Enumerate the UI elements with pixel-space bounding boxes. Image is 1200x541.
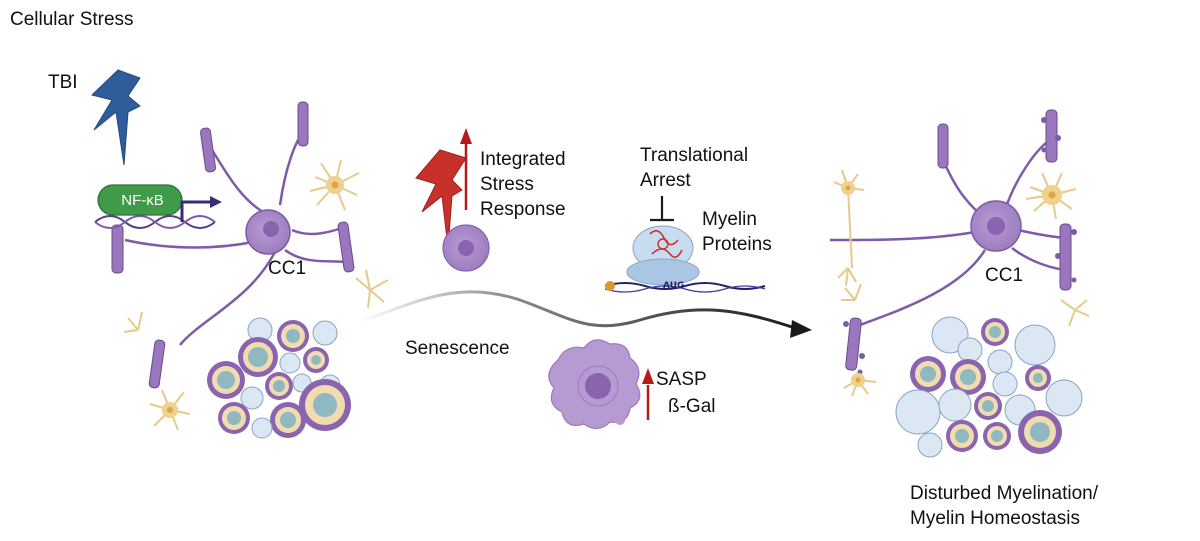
tbi-label: TBI <box>48 72 78 93</box>
outcome-label-line2: Myelin Homeostasis <box>910 508 1080 529</box>
ribosome-icon <box>604 225 766 293</box>
astrocyte-icon <box>833 169 1090 397</box>
myelinated-axon-cluster-left <box>207 317 351 439</box>
isr-label-line2: Stress <box>480 174 534 195</box>
myelin-segments-right <box>845 109 1072 371</box>
nf-kb-label: NF-κB <box>121 192 164 209</box>
isr-label-line3: Response <box>480 199 566 220</box>
senescent-cell-icon <box>548 339 641 430</box>
stressed-cell-icon <box>442 224 490 272</box>
inhibition-icon <box>650 196 674 222</box>
up-arrow-icon <box>460 128 472 210</box>
translational-arrest-line1: Translational <box>640 145 749 166</box>
cc1-right-label: CC1 <box>985 265 1024 286</box>
up-arrow-icon <box>642 368 654 420</box>
transcription-arrow-icon <box>180 200 212 222</box>
myelin-proteins-line2: Proteins <box>702 234 772 255</box>
astrocyte-icon <box>123 159 389 431</box>
outcome-label-line1: Disturbed Myelination/ <box>910 483 1098 504</box>
isr-label-line1: Integrated <box>480 149 566 170</box>
oligodendrocyte-icon <box>245 209 291 255</box>
oligodendrocyte-left-processes <box>124 129 346 346</box>
sasp-label: SASP <box>656 369 707 390</box>
myelin-segments-left <box>111 101 355 389</box>
aug-codon-label: AUG <box>663 281 685 291</box>
figure-title: Cellular Stress <box>10 9 134 30</box>
cc1-left-label: CC1 <box>268 258 307 279</box>
b-gal-label: ß-Gal <box>668 396 716 417</box>
oligodendrocyte-icon <box>970 200 1022 252</box>
senescence-label: Senescence <box>405 338 510 359</box>
myelin-proteins-line1: Myelin <box>702 209 757 230</box>
oligodendrocyte-right-processes <box>829 138 1071 327</box>
process-arrow-icon <box>359 290 796 330</box>
damaged-myelin-fragments <box>843 117 1077 375</box>
lightning-bolt-icon <box>91 69 141 166</box>
myelinated-axon-cluster-right <box>895 316 1083 458</box>
nf-kb-complex-icon <box>97 184 183 216</box>
dna-helix-icon <box>94 215 216 229</box>
translational-arrest-line2: Arrest <box>640 170 691 191</box>
